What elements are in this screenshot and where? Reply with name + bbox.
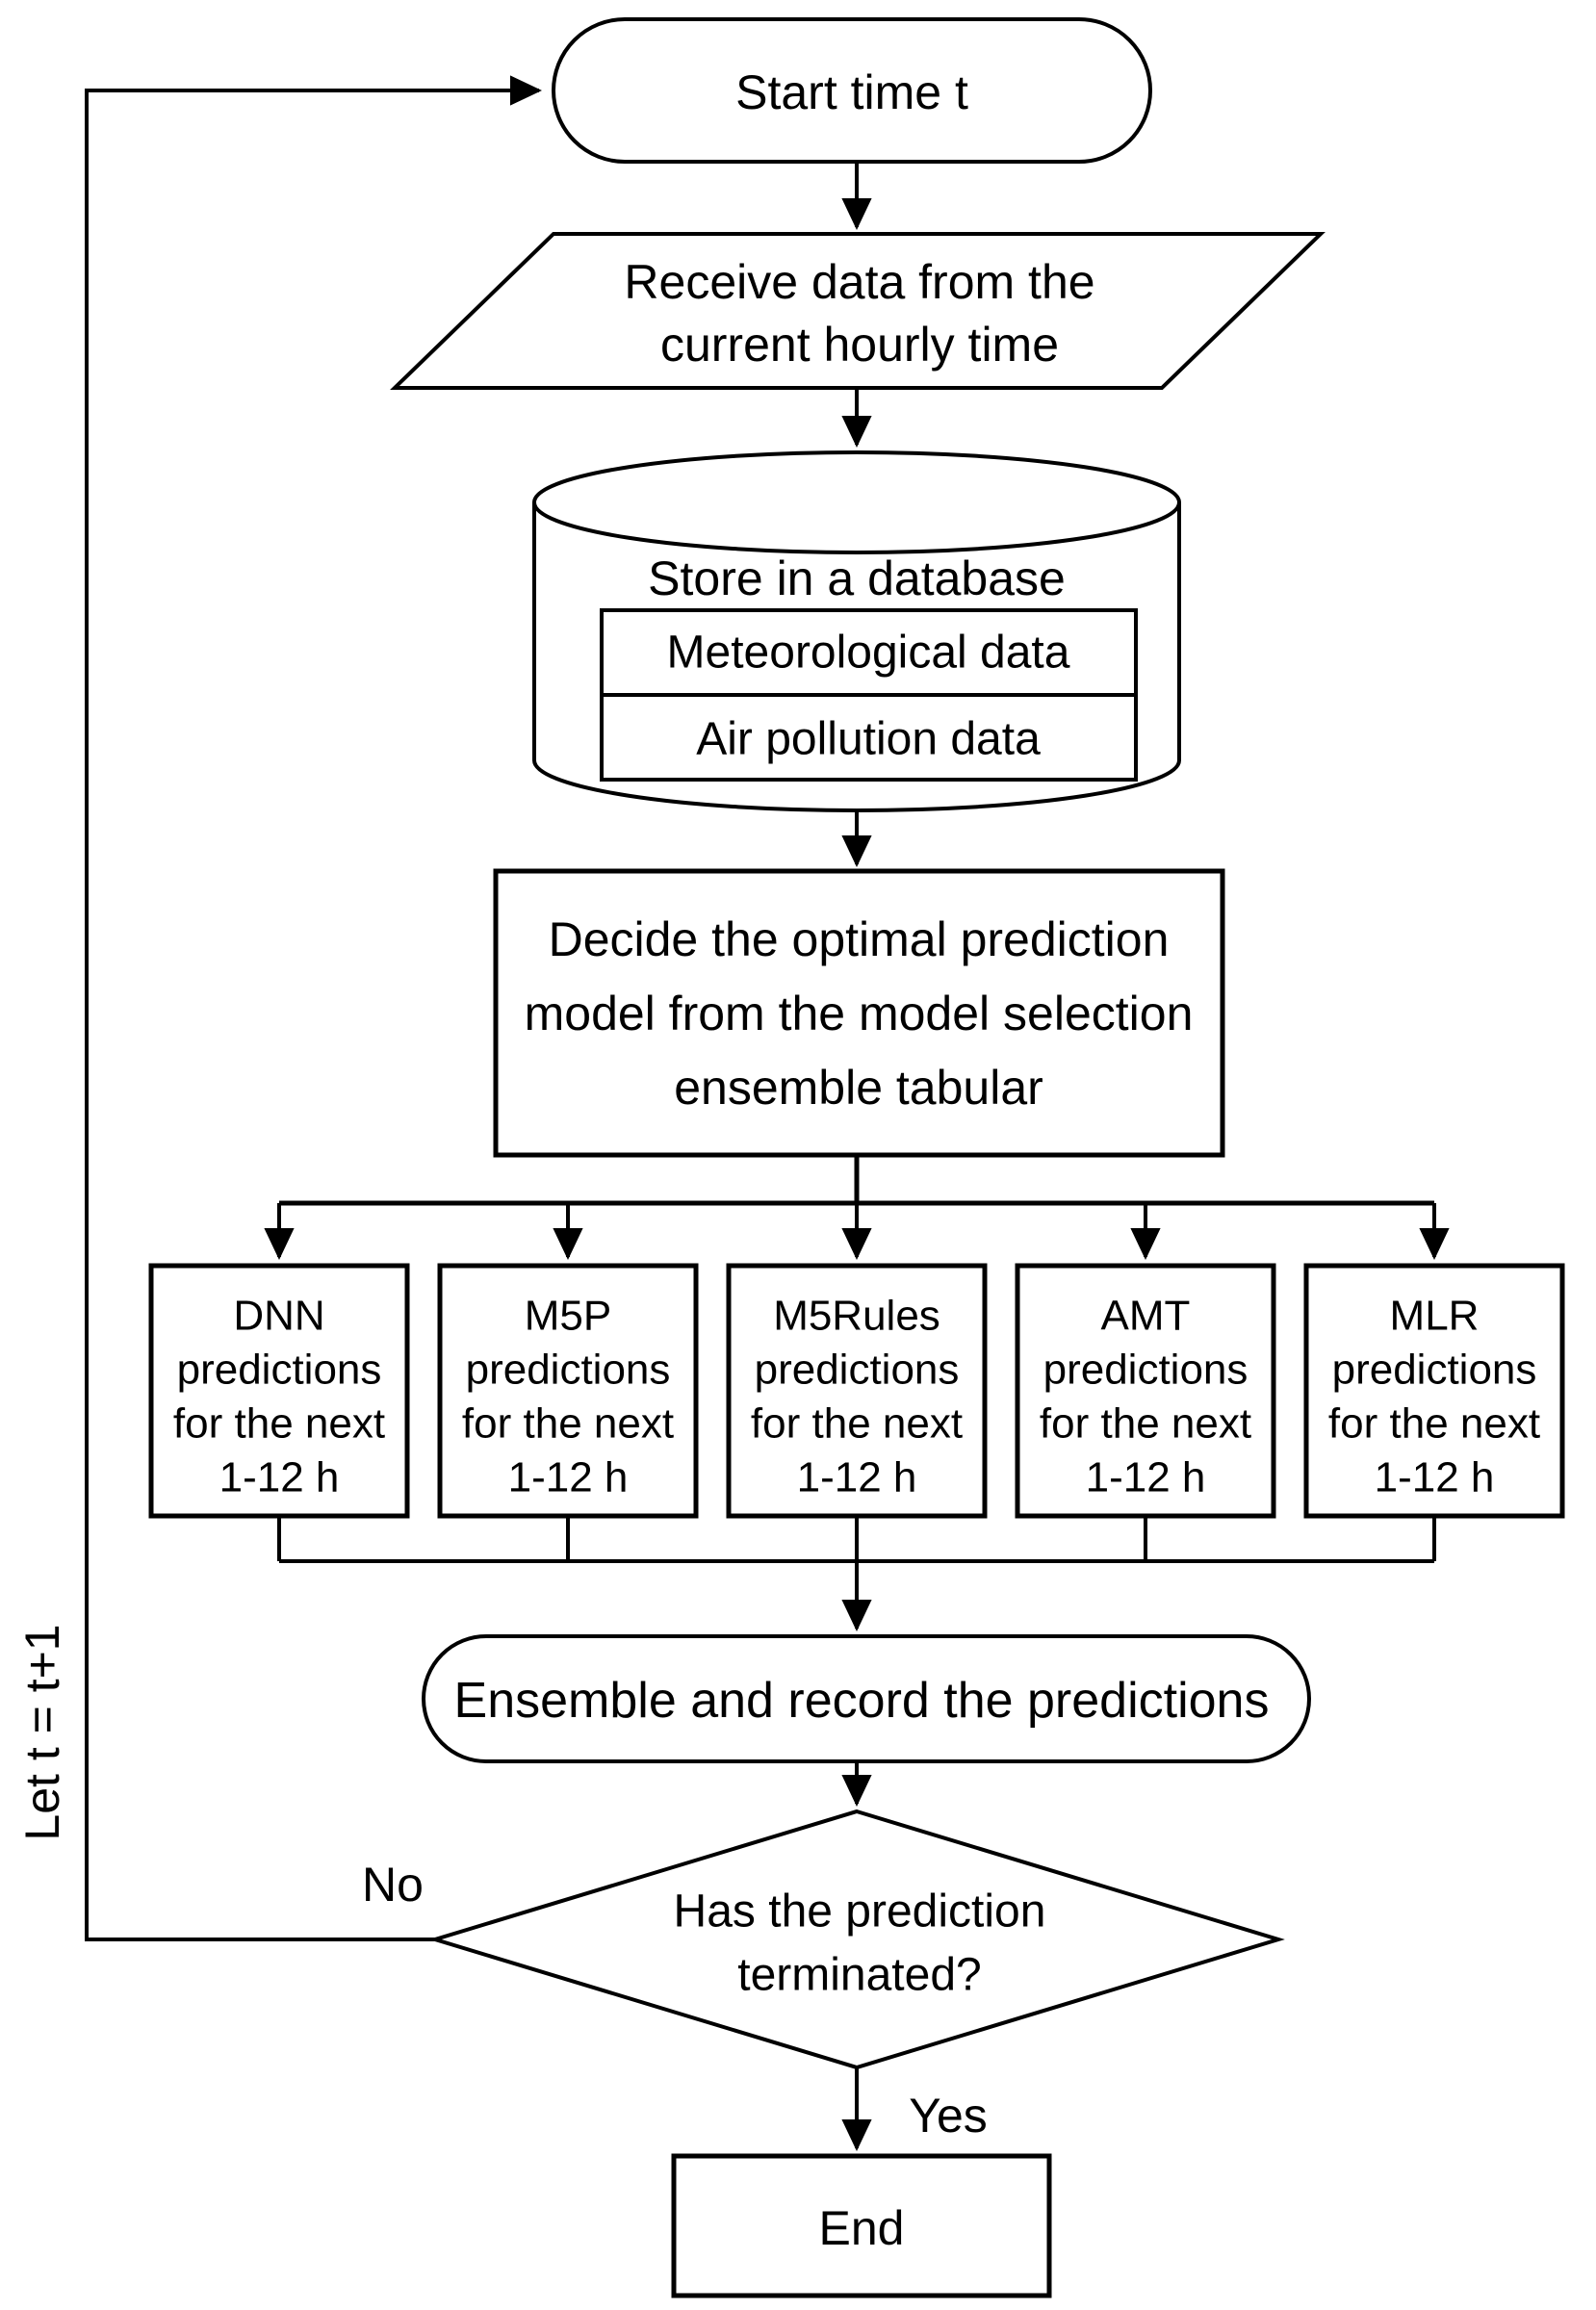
database-cylinder-top: [532, 450, 1181, 554]
amt-line-4: 1-12 h: [1086, 1454, 1206, 1502]
m5rules-line-1: M5Rules: [773, 1293, 940, 1340]
receive-parallelogram-shape: [390, 232, 1326, 390]
loop-back-arrow: [85, 75, 542, 1941]
database-title: Store in a database: [648, 552, 1066, 605]
decide-line-2: model from the model selection: [525, 987, 1194, 1040]
decision-line-1: Has the prediction: [674, 1886, 1046, 1938]
m5rules-line-2: predictions: [755, 1347, 960, 1394]
database-table-1-label: Meteorological data: [667, 628, 1070, 679]
ensemble-terminator-shape: [422, 1634, 1311, 1763]
dnn-line-4: 1-12 h: [219, 1454, 340, 1502]
end-label: End: [819, 2201, 905, 2255]
no-edge-label: No: [362, 1858, 424, 1912]
m5rules-line-3: for the next: [751, 1400, 963, 1448]
mlr-box-shape: [1303, 1263, 1565, 1519]
dnn-line-2: predictions: [177, 1347, 382, 1394]
amt-line-1: AMT: [1101, 1293, 1191, 1340]
node-model-amt: AMT predictions for the next 1-12 h: [1015, 1263, 1276, 1519]
amt-line-2: predictions: [1043, 1347, 1248, 1394]
amt-line-3: for the next: [1040, 1400, 1251, 1448]
receive-line-1: Receive data from the: [624, 255, 1094, 309]
node-model-mlr: MLR predictions for the next 1-12 h: [1303, 1263, 1565, 1519]
m5p-line-4: 1-12 h: [508, 1454, 629, 1502]
ensemble-label: Ensemble and record the predictions: [454, 1673, 1270, 1729]
node-database: Store in a database Meteorological data …: [532, 450, 1181, 812]
m5p-box-shape: [437, 1263, 699, 1519]
mlr-line-2: predictions: [1332, 1347, 1537, 1394]
database-table-2-box: [600, 693, 1138, 782]
m5p-line-2: predictions: [466, 1347, 671, 1394]
node-end: End: [671, 2153, 1052, 2298]
mlr-line-1: MLR: [1390, 1293, 1480, 1340]
mlr-line-4: 1-12 h: [1375, 1454, 1495, 1502]
node-model-dnn: DNN predictions for the next 1-12 h: [148, 1263, 410, 1519]
mlr-line-3: for the next: [1328, 1400, 1540, 1448]
decide-process-shape: [493, 868, 1225, 1158]
m5p-line-3: for the next: [462, 1400, 674, 1448]
yes-edge-label: Yes: [909, 2089, 988, 2143]
m5rules-box-shape: [726, 1263, 988, 1519]
m5rules-line-4: 1-12 h: [797, 1454, 917, 1502]
dnn-line-3: for the next: [173, 1400, 385, 1448]
decision-diamond-shape: [428, 1809, 1285, 2070]
start-terminator-shape: [552, 17, 1152, 164]
node-model-m5rules: M5Rules predictions for the next 1-12 h: [726, 1263, 988, 1519]
node-decision: Has the prediction terminated?: [428, 1809, 1285, 2070]
node-decide: Decide the optimal prediction model from…: [493, 868, 1225, 1158]
decide-line-1: Decide the optimal prediction: [549, 912, 1170, 966]
node-model-m5p: M5P predictions for the next 1-12 h: [437, 1263, 699, 1519]
node-start: Start time t: [552, 17, 1152, 164]
dnn-line-1: DNN: [233, 1293, 324, 1340]
start-label: Start time t: [735, 65, 968, 119]
decide-line-3: ensemble tabular: [674, 1061, 1043, 1115]
node-receive: Receive data from the current hourly tim…: [390, 232, 1326, 390]
amt-box-shape: [1015, 1263, 1276, 1519]
dnn-box-shape: [148, 1263, 410, 1519]
loop-increment-label: Let t = t+1: [15, 1624, 69, 1840]
database-table-1-box: [600, 608, 1138, 697]
m5p-line-1: M5P: [525, 1293, 611, 1340]
receive-line-2: current hourly time: [660, 318, 1059, 372]
end-process-shape: [671, 2153, 1052, 2298]
database-table-2-label: Air pollution data: [696, 714, 1041, 765]
node-ensemble: Ensemble and record the predictions: [422, 1634, 1311, 1763]
edges: [85, 75, 1450, 2151]
edge-labels: No Yes Let t = t+1: [15, 1624, 988, 2143]
decision-line-2: terminated?: [737, 1950, 981, 2001]
